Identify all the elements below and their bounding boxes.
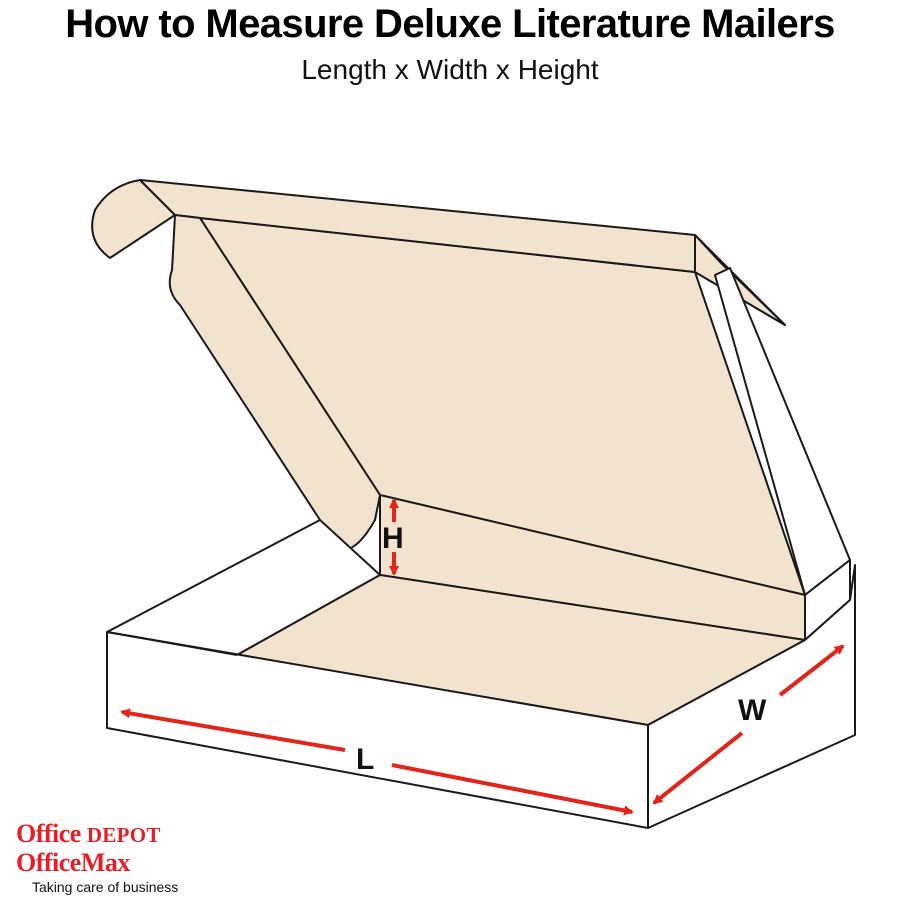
- logo-office-text: Office: [16, 819, 81, 848]
- office-depot-officemax-logo: Office DEPOT OfficeMax Taking care of bu…: [16, 820, 179, 896]
- length-label: L: [356, 743, 374, 776]
- logo-tagline: Taking care of business: [32, 879, 179, 895]
- logo-depot-text: DEPOT: [86, 823, 161, 847]
- box-right-panel: [647, 564, 856, 829]
- width-label: W: [738, 694, 767, 727]
- page-subtitle: Length x Width x Height: [301, 54, 599, 85]
- logo-officemax: OfficeMax: [16, 848, 130, 877]
- logo-office-depot: Office DEPOT: [16, 820, 178, 849]
- width-dimension: W: [652, 644, 845, 805]
- length-arrow-left: [120, 708, 346, 752]
- height-dimension: H: [382, 498, 404, 576]
- right-tuck-flap: [694, 234, 786, 326]
- height-label: H: [382, 522, 404, 555]
- left-dust-flap: [91, 179, 176, 259]
- length-dimension: L: [120, 708, 634, 816]
- width-arrow-down: [652, 731, 744, 805]
- box-rim-left: [106, 631, 238, 656]
- page-title: How to Measure Deluxe Literature Mailers: [65, 2, 835, 46]
- length-arrow-right: [391, 763, 634, 816]
- width-arrow-up: [778, 644, 845, 697]
